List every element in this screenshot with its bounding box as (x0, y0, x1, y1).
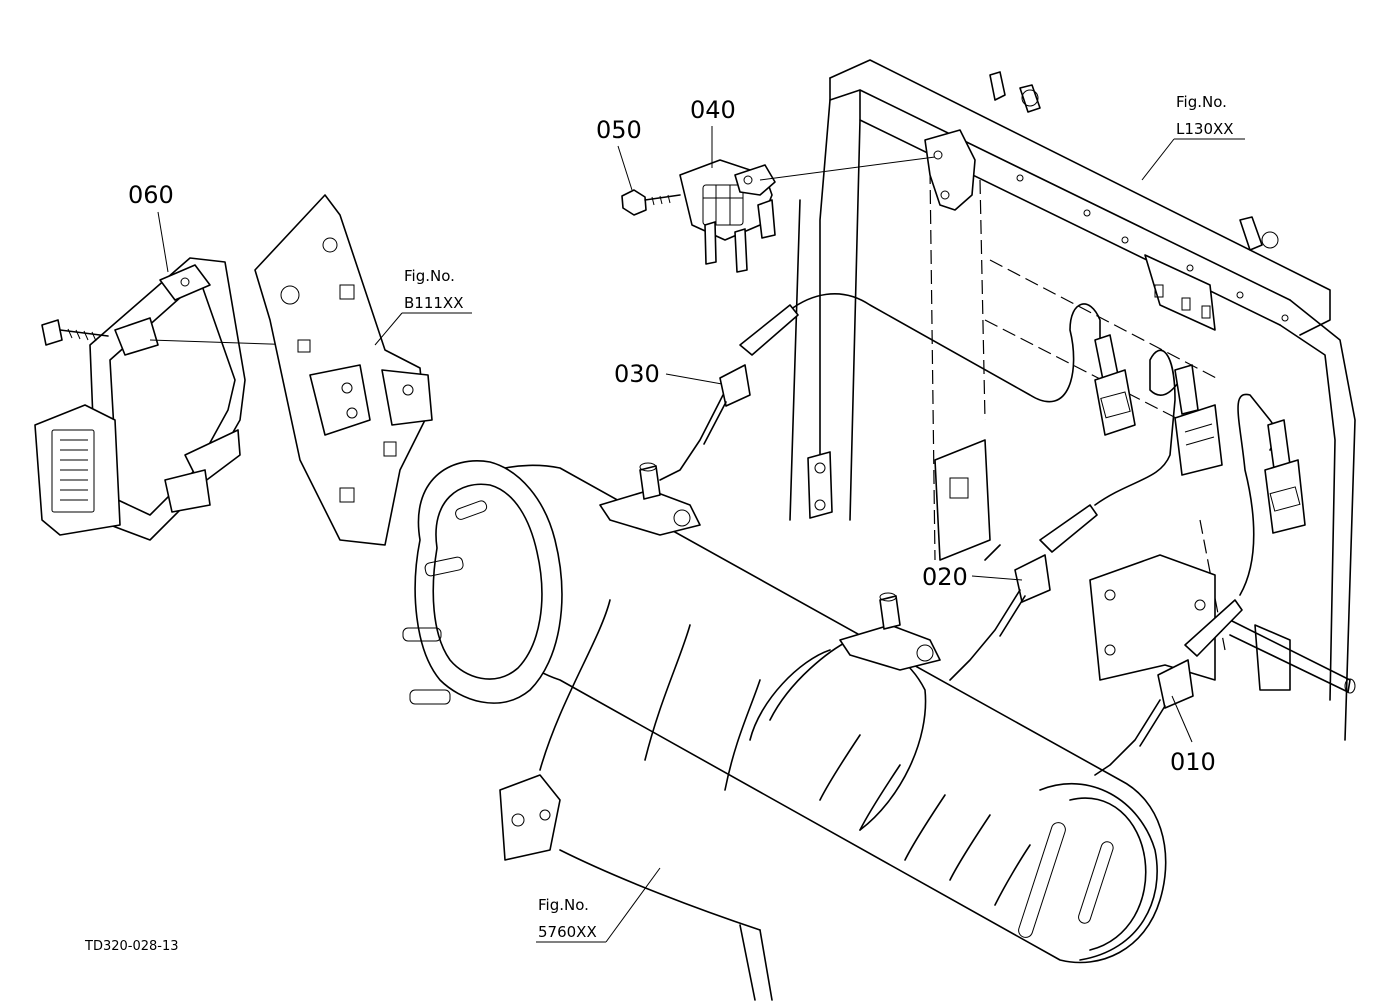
fig-ref-b111-label: Fig.No. (404, 267, 455, 285)
fig-ref-l130-number: L130XX (1176, 120, 1234, 138)
part-label-040: 040 (690, 96, 736, 124)
dpf-muffler (402, 460, 1167, 1001)
pressure-sensor (679, 159, 776, 273)
drawing-code: TD320-028-13 (84, 939, 179, 954)
sensor-harness (659, 293, 1306, 776)
part-label-060: 060 (128, 181, 174, 209)
fig-ref-5760-number: 5760XX (538, 923, 597, 941)
fig-ref-5760-label: Fig.No. (538, 896, 589, 914)
part-label-010: 010 (1170, 748, 1216, 776)
mounting-bracket (254, 194, 433, 546)
chassis-frame (789, 59, 1356, 741)
part-label-030: 030 (614, 360, 660, 388)
part-label-020: 020 (922, 563, 968, 591)
fig-ref-b111-number: B111XX (404, 294, 463, 312)
labels: 060 050 040 030 020 010 Fig.No. B111XX F… (84, 93, 1245, 954)
part-label-050: 050 (596, 116, 642, 144)
ecu-unit (34, 257, 246, 541)
fig-ref-l130-label: Fig.No. (1176, 93, 1227, 111)
bolt-050 (621, 189, 681, 216)
